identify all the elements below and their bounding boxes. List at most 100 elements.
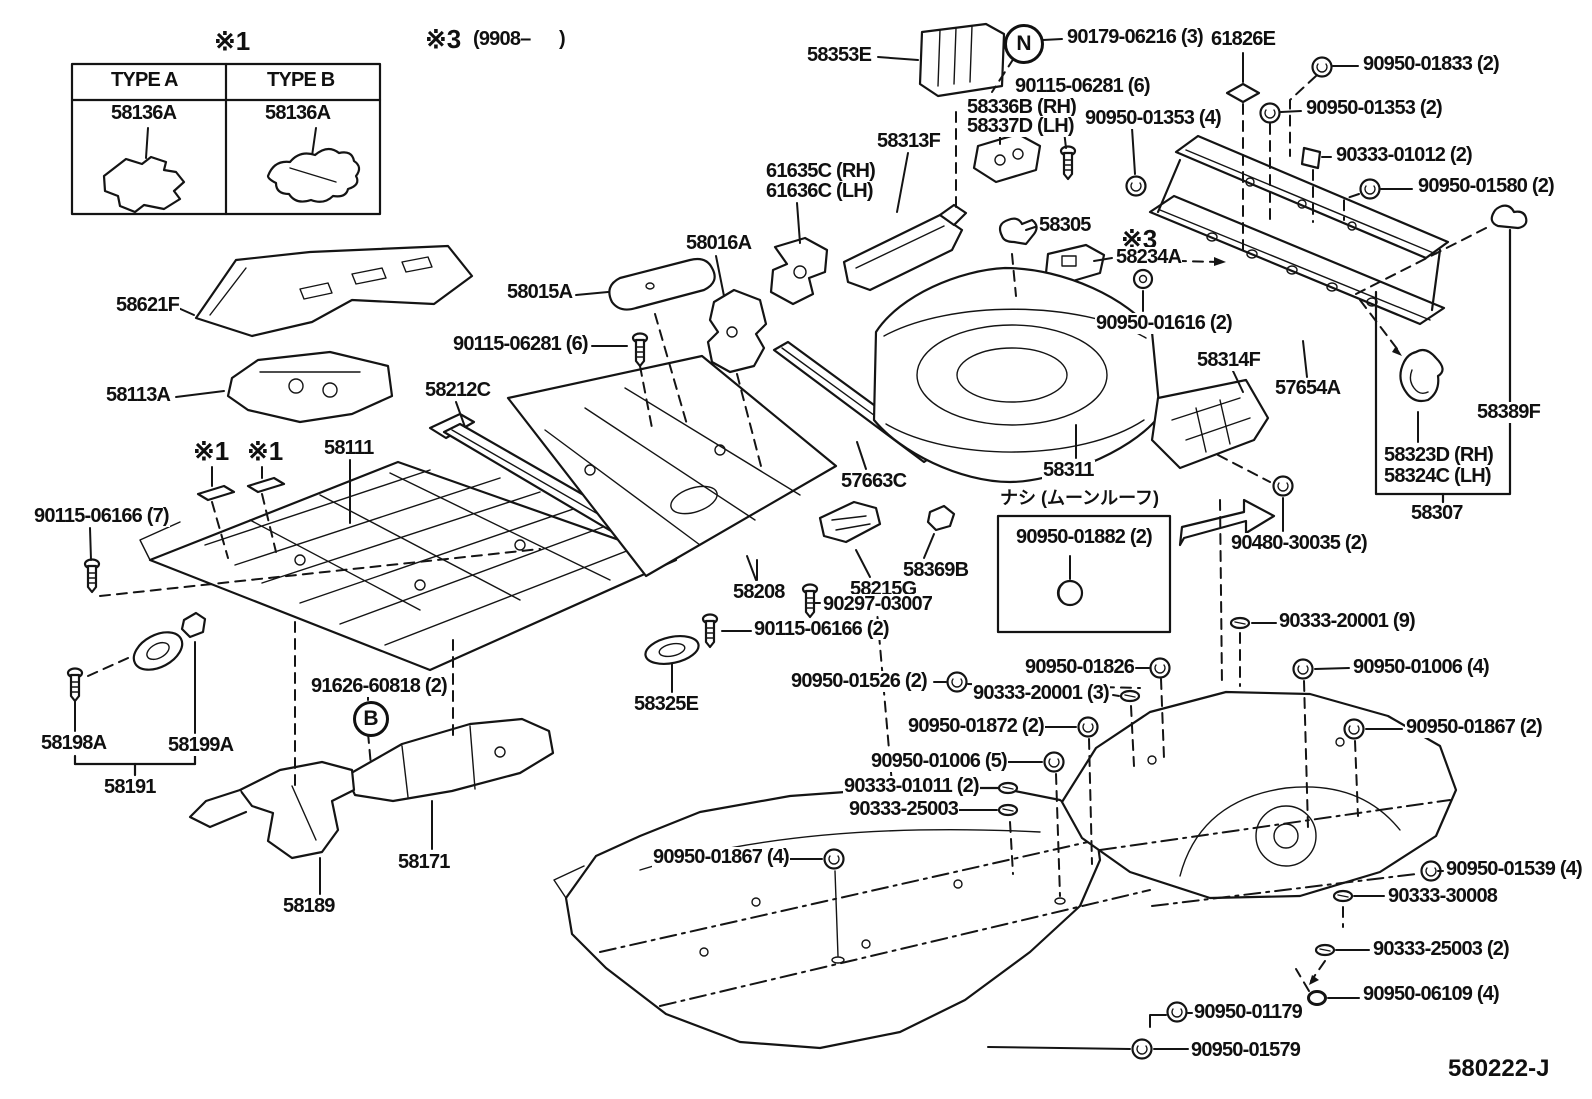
moonroof-caption: ナシ (ムーンルーフ) [999,488,1161,508]
part-58208: 58208 [732,581,786,603]
part-90950-01882: 90950-01882 (2) [1015,526,1153,548]
part-58111: 58111 [323,437,375,459]
part-90115-06281-a: 90115-06281 (6) [1014,75,1151,97]
bracket-58113a [175,350,394,424]
member-58313f [842,152,968,292]
gasket-61826e-icon [1225,82,1261,104]
part-90179-06216: 90179-06216 (3) [1066,26,1204,48]
part-58234a: 58234A [1115,246,1183,268]
part-90950-06109: 90950-06109 (4) [1362,983,1500,1005]
shims-note1 [196,466,286,559]
plug-90950-01353-2-icon [1259,102,1281,124]
note3-top: ※3 [424,24,463,54]
plate-58325e [644,635,700,693]
part-90950-01867-4: 90950-01867 (4) [652,846,790,868]
note1-b: ※1 [246,436,285,466]
part-90950-01539: 90950-01539 (4) [1445,858,1583,880]
part-90115-06281-b: 90115-06281 (6) [452,333,589,355]
part-58015a: 58015A [506,281,574,303]
bracket-58336b [972,132,1042,184]
part-90950-01006-4: 90950-01006 (4) [1352,656,1490,678]
plug-90950-01006-4-icon [1292,658,1314,680]
group-58191 [73,611,207,777]
part-90333-01012: 90333-01012 (2) [1335,144,1473,166]
part-58136a-a: 58136A [110,102,178,124]
bracket-58353e [877,22,1006,98]
part-90950-01580: 90950-01580 (2) [1417,175,1555,197]
clip-90333-25003-a-icon [997,803,1019,817]
part-90333-20001-3: 90333-20001 (3) [972,682,1110,704]
plug-90950-01526-icon [946,671,968,693]
bracket-58171 [344,717,555,850]
nut-90950-01616-icon [1132,268,1154,290]
part-58353e: 58353E [806,44,873,66]
clamp-58305 [998,217,1038,246]
part-90333-25003-a: 90333-25003 [848,798,960,820]
plate-58015a [575,257,716,429]
center-pan-58208 [506,354,838,581]
part-58324c: 58324C (LH) [1383,465,1492,487]
under-cover-left [553,786,1151,1050]
part-90333-30008: 90333-30008 [1387,885,1499,907]
part-90950-01526: 90950-01526 (2) [790,670,928,692]
part-58191: 58191 [103,776,157,798]
bracket-58189 [188,760,356,895]
plug-90950-01826-icon [1149,657,1171,679]
screw-58198a-icon [66,667,84,703]
part-58307: 58307 [1410,502,1464,524]
part-58113a: 58113A [105,384,172,406]
part-58621f: 58621F [115,294,181,316]
part-90333-01011: 90333-01011 (2) [843,775,980,797]
part-57654a: 57654A [1274,377,1342,399]
part-58311: 58311 [1042,459,1095,481]
bolt-90115-06281-b-icon [631,332,649,368]
clip-sketch-type-a [102,155,186,214]
direction-arrow [1178,498,1276,547]
clip-90333-20001-3-icon [1119,689,1141,703]
part-90115-06166-7: 90115-06166 (7) [33,505,170,527]
bolt-90115-06166-7-icon [83,558,101,594]
plug-90950-01580-icon [1359,178,1381,200]
hook-58389f [1490,204,1528,230]
part-58369b: 58369B [902,559,970,581]
part-90950-01579: 90950-01579 [1190,1039,1302,1061]
part-90115-06166-2: 90115-06166 (2) [753,618,890,640]
part-58389f: 58389F [1476,401,1542,423]
type-a-header: TYPE A [110,69,179,91]
part-61826e: 61826E [1210,28,1277,50]
part-90333-25003-b: 90333-25003 (2) [1372,938,1510,960]
plug-90950-01867-2-icon [1343,718,1365,740]
seal-58323d [1399,348,1444,403]
ring-90950-06109-icon [1307,990,1327,1006]
bolt-90115-06166-2-icon [701,613,719,649]
part-90950-01006-5: 90950-01006 (5) [870,750,1008,772]
part-58171: 58171 [397,851,451,873]
screw-90297-03007-icon [801,583,819,619]
part-90950-01872: 90950-01872 (2) [907,715,1045,737]
diagram-code: 580222-J [1447,1055,1551,1082]
part-90297-03007: 90297-03007 [822,593,934,615]
part-58313f: 58313F [876,130,942,152]
part-58336b: 58336B (RH) [966,96,1078,118]
part-58337d: 58337D (LH) [966,115,1075,137]
rear-pan-58311 [872,266,1162,484]
plug-90950-01833-icon [1311,56,1333,78]
callout-b: B [353,701,389,737]
panel-58621f [175,244,474,338]
part-58325e: 58325E [633,693,700,715]
part-58198a: 58198A [40,732,108,754]
part-61636c: 61636C (LH) [765,180,874,202]
part-90950-01867-2: 90950-01867 (2) [1405,716,1543,738]
part-90950-01616: 90950-01616 (2) [1095,312,1233,334]
part-57663c: 57663C [840,470,908,492]
part-58189: 58189 [282,895,336,917]
grommet-90950-01179-icon [1166,1001,1188,1023]
grommet-90480-icon [1272,475,1294,497]
part-58136a-b: 58136A [264,102,332,124]
note1-top: ※1 [213,26,252,56]
bracket-58016a [706,255,768,471]
bolt-90115-06281-a-icon [1059,145,1077,181]
bracket-61635c [769,202,829,306]
part-61635c: 61635C (RH) [765,160,877,182]
